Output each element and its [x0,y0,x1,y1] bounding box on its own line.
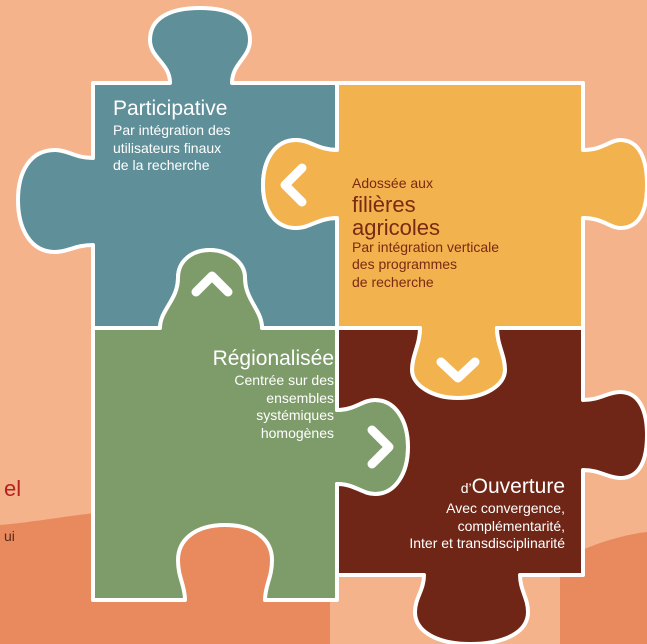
ouverture-line-1: Avec convergence, [446,500,565,517]
participative-line-3: de la recherche [113,157,210,174]
regionalisee-line-3: systémiques [256,407,334,424]
regionalisee-title: Régionalisée [212,347,334,370]
regionalisee-line-4: homogènes [260,424,334,441]
participative-title: Participative [113,97,228,120]
participative-block: Participative Par intégration des utilis… [113,96,231,175]
regionalisee-block: Régionalisée Centrée sur des ensembles s… [213,346,334,442]
regionalisee-line-2: ensembles [266,389,334,406]
ouverture-block: d’Ouverture Avec convergence, complément… [409,474,565,553]
filieres-title-2: agricoles [352,214,441,240]
edge-text-small: ui [4,528,15,544]
filieres-intro: Adossée aux [352,175,433,191]
chevron-up-icon [191,271,233,297]
chevron-left-icon [280,163,307,207]
ouverture-line-3: Inter et transdisciplinarité [409,535,565,552]
piece-ouverture [335,326,647,644]
chevron-right-icon [367,425,394,469]
ouverture-prefix: d’ [460,480,472,496]
participative-line-1: Par intégration des [113,122,231,139]
ouverture-title-row: d’Ouverture [409,474,565,500]
edge-text-red: el [4,476,22,501]
regionalisee-line-1: Centrée sur des [234,372,334,389]
ouverture-title: Ouverture [471,475,565,498]
filieres-block: Adossée aux filières agricoles Par intég… [352,175,499,291]
ouverture-line-2: complémentarité, [457,517,565,534]
chevron-down-icon [436,357,480,383]
filieres-title-1: filières [352,191,416,217]
filieres-line-3: de recherche [352,273,434,290]
participative-line-2: utilisateurs finaux [113,139,222,156]
filieres-line-2: des programmes [352,256,458,273]
filieres-line-1: Par intégration verticale [352,238,500,255]
